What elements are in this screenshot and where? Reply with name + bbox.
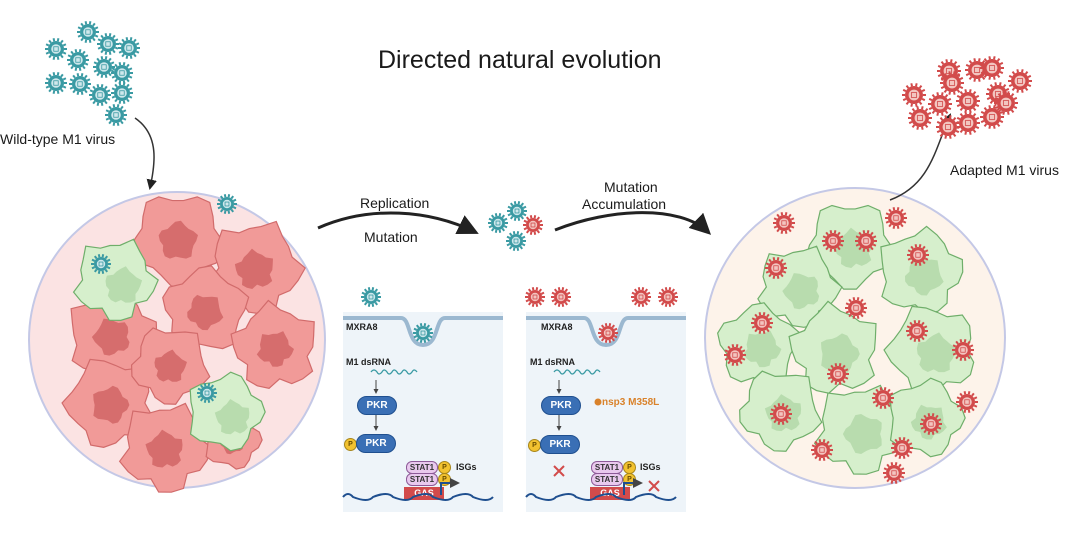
mutation-label: Mutation: [364, 229, 418, 245]
phospho-pkr-node: PKR: [356, 434, 396, 453]
adapted-virus-icon: [811, 439, 833, 461]
tumor-nucleus: [154, 349, 187, 382]
replication-label: Replication: [360, 195, 430, 211]
mutation-accumulation-label-line2: Accumulation: [582, 196, 667, 212]
wild-type-virus-icon: [111, 82, 133, 104]
wild-type-virus-icon: [45, 38, 67, 60]
phospho-badge: P: [623, 473, 636, 486]
adapted-virus-icon: [885, 207, 907, 229]
lysed-nucleus: [743, 330, 782, 368]
lysed-nucleus: [842, 413, 882, 455]
isgs-label: ISGs: [640, 462, 661, 472]
tumor-nucleus: [91, 318, 130, 356]
adapted-virus-icon: [883, 462, 905, 484]
mutation-accumulation-label-line1: Mutation: [604, 179, 658, 195]
wild-type-virus-icon: [118, 37, 140, 59]
adapted-virus-icon: [845, 297, 867, 319]
adapted-virus-icon: [994, 91, 1018, 115]
adapted-virus-icon: [980, 105, 1004, 129]
tumor-nucleus: [158, 220, 199, 259]
tumor-nucleus: [145, 429, 183, 468]
dsrna-label: M1 dsRNA: [346, 357, 392, 367]
tumor-sphere-untreated: [28, 191, 326, 493]
gas-promoter: GAS: [404, 487, 444, 500]
adapted-virus-icon: [906, 320, 928, 342]
receptor-label: MXRA8: [346, 322, 378, 332]
infect-arrow: [134, 117, 157, 191]
adapted-virus-icon: [872, 387, 894, 409]
receptor-label: MXRA8: [541, 322, 573, 332]
wild-type-virus-icon: [97, 33, 119, 55]
wild-type-virus-icon: [506, 231, 526, 251]
adapted-virus-icon: [827, 363, 849, 385]
wild-type-virus-icon: [93, 56, 115, 78]
diagram-title: Directed natural evolution: [378, 46, 662, 74]
adapted-virus-icon: [940, 71, 964, 95]
adapted-virus-icon: [908, 106, 932, 130]
adapted-virus-icon: [855, 230, 877, 252]
tumor-nucleus: [234, 248, 273, 289]
adapted-virus-icon: [907, 244, 929, 266]
adapted-virus-icon: [770, 403, 792, 425]
lysed-nucleus: [904, 257, 944, 296]
adapted-virus-icon: [822, 230, 844, 252]
wild-type-virus-icon: [197, 383, 217, 403]
nsp3-mutation-label: nsp3 M358L: [602, 397, 660, 408]
wild-type-virus-icon: [77, 21, 99, 43]
adapted-virus-icon: [902, 83, 926, 107]
tumor-sphere-lysed: [704, 187, 1006, 489]
lysed-nucleus: [782, 273, 820, 310]
adapted-virus-icon: [724, 344, 746, 366]
lysed-nucleus: [916, 332, 957, 373]
phospho-badge: P: [528, 439, 541, 452]
tumor-nucleus: [93, 385, 130, 424]
wild-type-virus-icon: [217, 194, 237, 214]
tumor-nucleus: [256, 331, 295, 367]
lysed-nucleus: [821, 333, 860, 375]
replication-arrow: [317, 211, 479, 235]
gas-promoter: GAS: [590, 487, 630, 500]
infected-nucleus: [105, 266, 143, 303]
adapted-virus-icon: [936, 115, 960, 139]
adapted-virus-icon: [891, 437, 913, 459]
wild-type-virus-icon: [111, 62, 133, 84]
stat1-node: STAT1: [591, 473, 623, 486]
adapted-virus-icon: [956, 111, 980, 135]
adapted-virus-icon: [920, 413, 942, 435]
pkr-node: PKR: [541, 396, 581, 415]
adapted-virus-icon: [952, 339, 974, 361]
wild-type-virus-icon: [488, 213, 508, 233]
wild-type-virus-icon: [105, 104, 127, 126]
stat1-node: STAT1: [406, 473, 438, 486]
adapted-virus-icon: [980, 56, 1004, 80]
pkr-node: PKR: [357, 396, 397, 415]
adapted-virus-icon: [773, 212, 795, 234]
wild-type-virus-icon: [45, 72, 67, 94]
wild-type-virus-icon: [507, 201, 527, 221]
wild-type-virus-icon: [91, 254, 111, 274]
adapted-virus-icon: [928, 92, 952, 116]
adapted-virus-label: Adapted M1 virus: [950, 162, 1059, 178]
adapted-virus-icon: [956, 391, 978, 413]
adapted-virus-icon: [751, 312, 773, 334]
phospho-pkr-node: PKR: [540, 435, 580, 454]
infected-nucleus: [214, 399, 250, 435]
adapted-virus-icon: [1008, 69, 1032, 93]
phospho-badge: P: [344, 438, 357, 451]
wild-type-virus-icon: [67, 49, 89, 71]
accumulation-arrow: [554, 211, 712, 235]
adapted-virus-icon: [765, 257, 787, 279]
wild-type-virus-icon: [89, 84, 111, 106]
dsrna-label: M1 dsRNA: [530, 357, 576, 367]
tumor-nucleus: [187, 294, 224, 331]
adapted-virus-icon: [523, 215, 543, 235]
wild-type-virus-icon: [69, 73, 91, 95]
adapted-virus-icon: [956, 89, 980, 113]
wild-type-virus-label: Wild-type M1 virus: [0, 131, 116, 147]
isgs-label: ISGs: [456, 462, 477, 472]
phospho-badge: P: [438, 473, 451, 486]
